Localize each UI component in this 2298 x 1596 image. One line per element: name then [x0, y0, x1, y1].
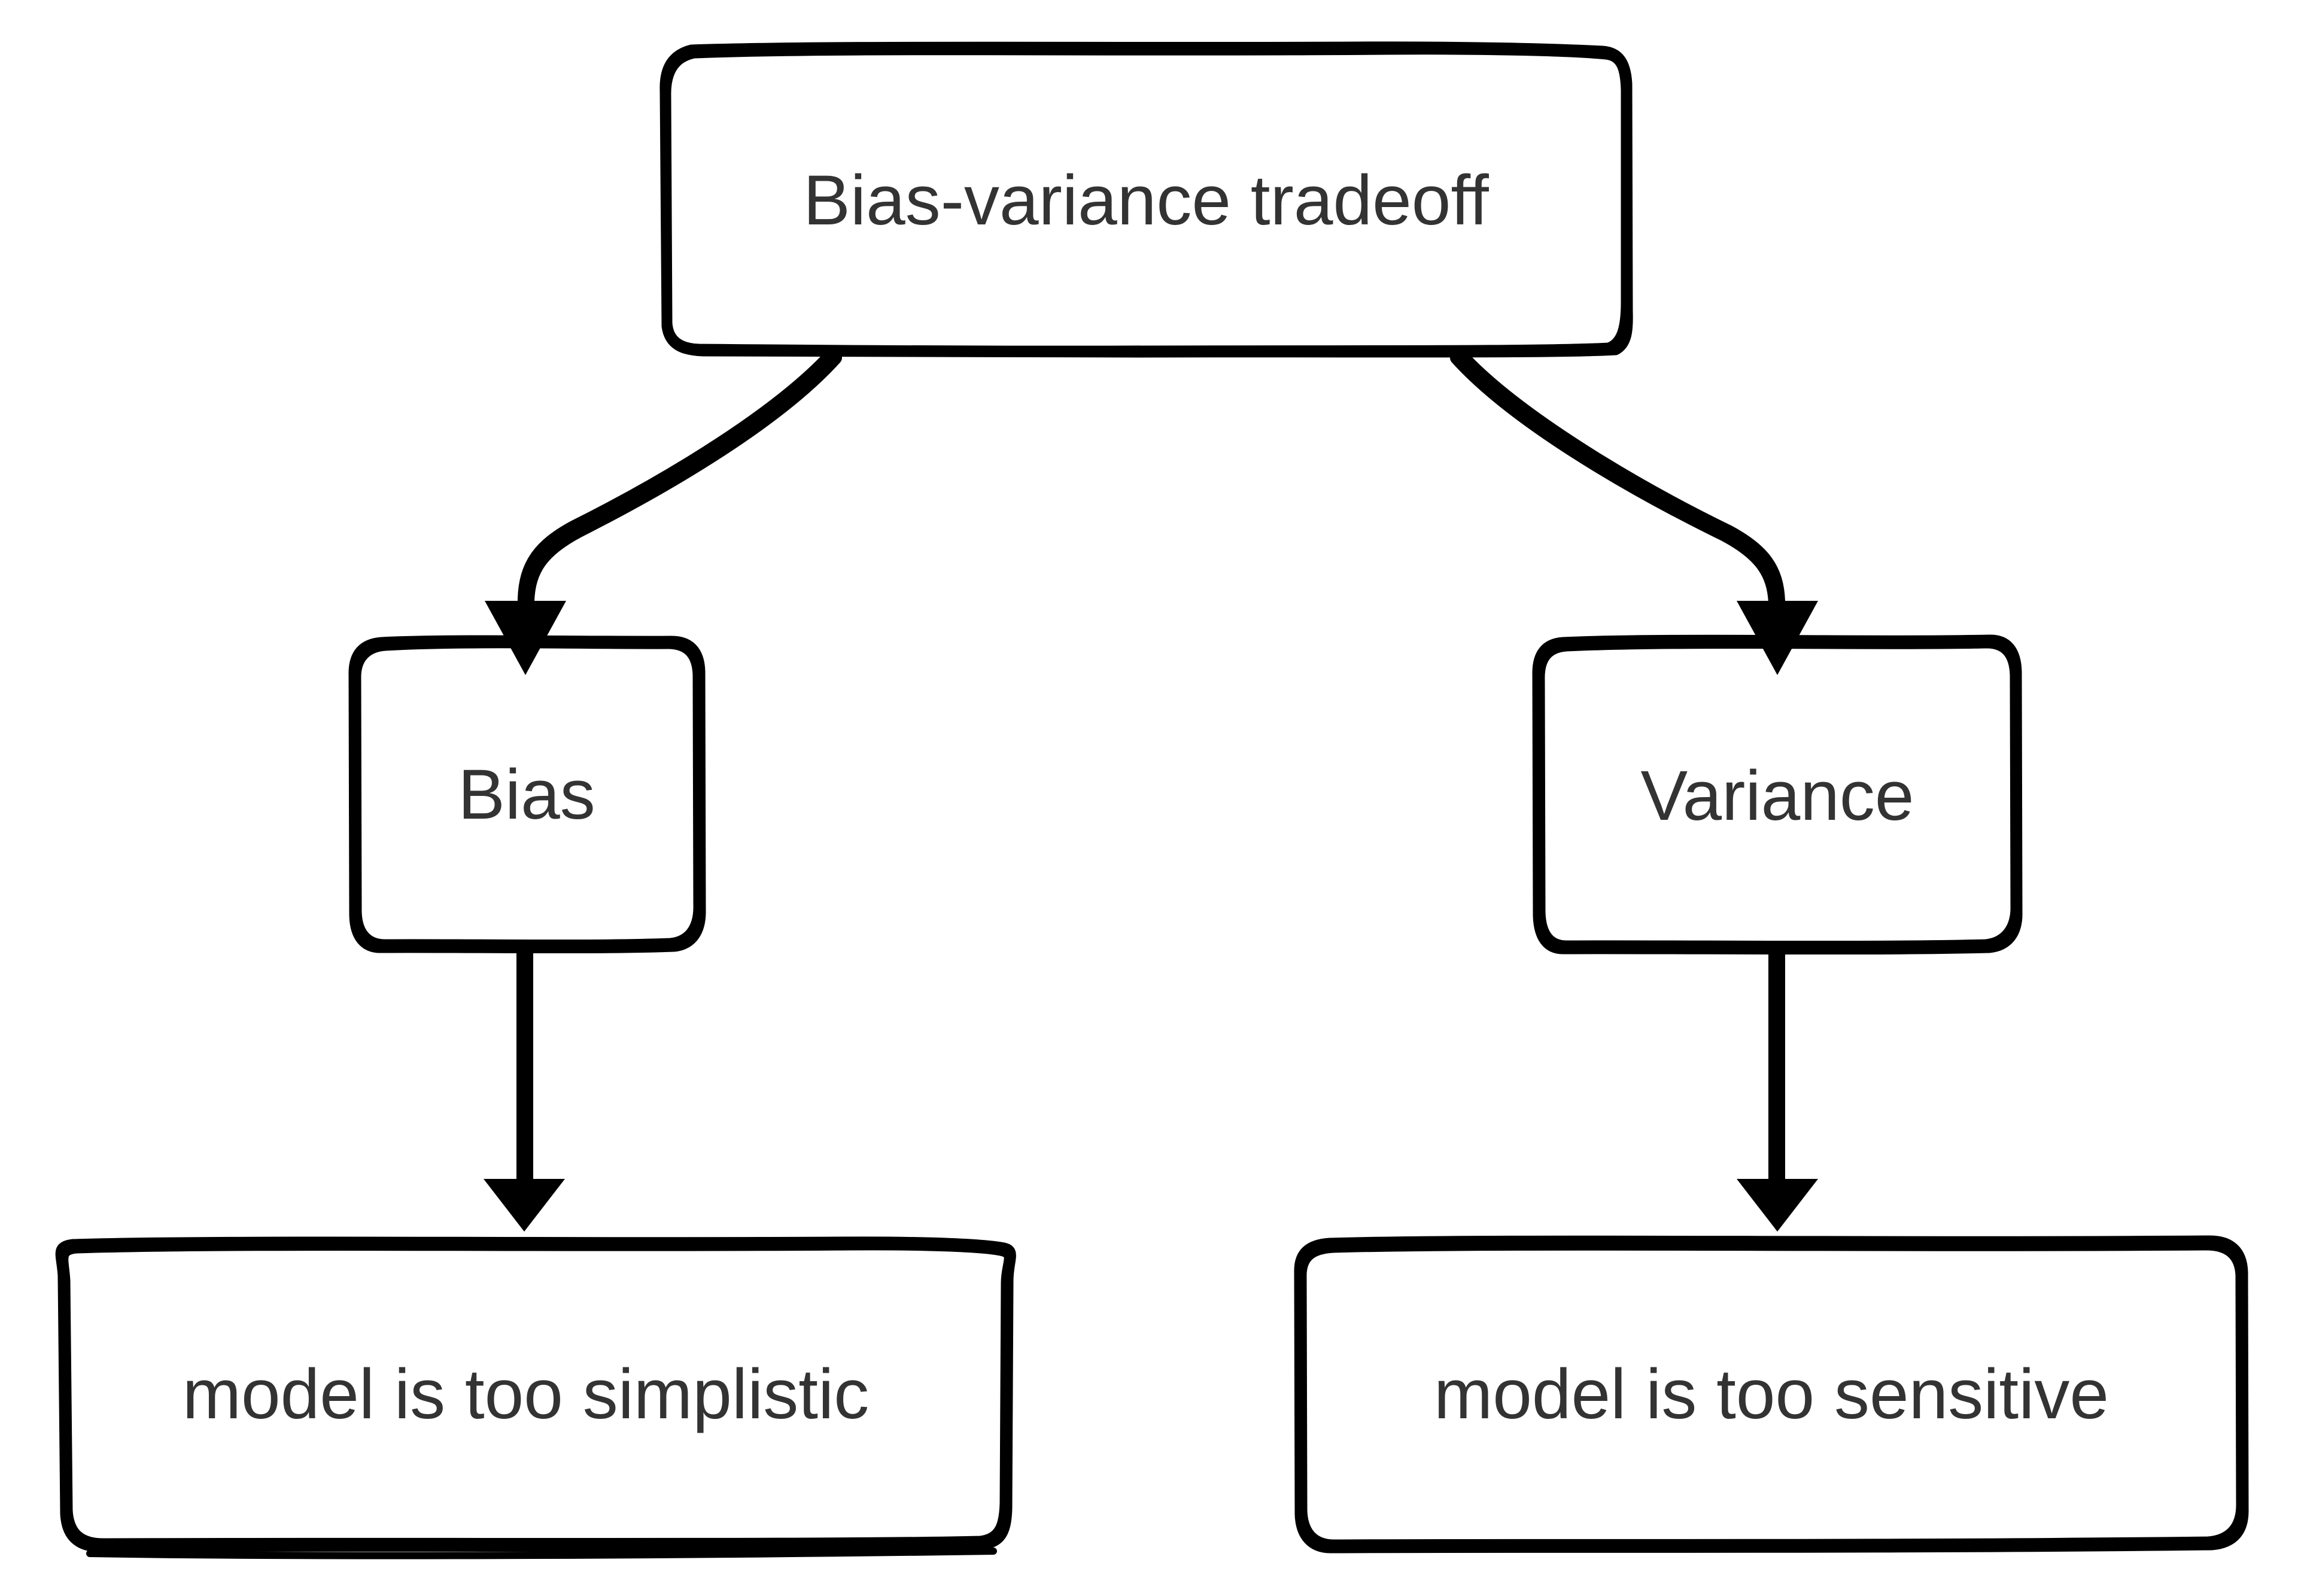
node-bias[interactable]: [353, 640, 702, 950]
edge-root-to-variance: [1450, 348, 1785, 615]
node-bias-outline: [348, 635, 706, 954]
edge-variance-to-sensitive: [1768, 944, 1785, 1194]
edge-root-to-bias: [518, 348, 842, 613]
edge-bias-to-simplistic: [516, 943, 533, 1194]
arrowhead-bias-to-simplistic: [484, 1179, 565, 1232]
arrowhead-root-to-bias: [485, 601, 566, 675]
node-simplistic[interactable]: [61, 1239, 1010, 1550]
node-root[interactable]: [664, 46, 1629, 354]
arrowhead-variance-to-sensitive: [1737, 1179, 1818, 1232]
node-variance[interactable]: [1537, 639, 2019, 951]
node-sensitive-outline: [1294, 1235, 2249, 1554]
node-root-outline: [659, 41, 1633, 358]
node-sensitive[interactable]: [1298, 1239, 2245, 1550]
node-variance-outline: [1532, 634, 2023, 955]
arrowhead-root-to-variance: [1737, 601, 1818, 675]
node-simplistic-outline: [55, 1236, 1016, 1559]
